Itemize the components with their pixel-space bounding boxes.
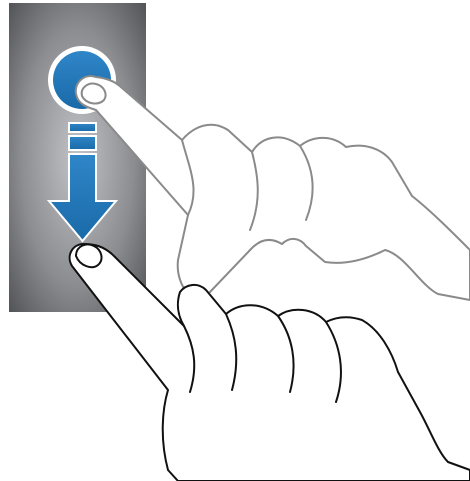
hand-start-nail bbox=[82, 84, 106, 104]
hand-end bbox=[70, 244, 470, 481]
